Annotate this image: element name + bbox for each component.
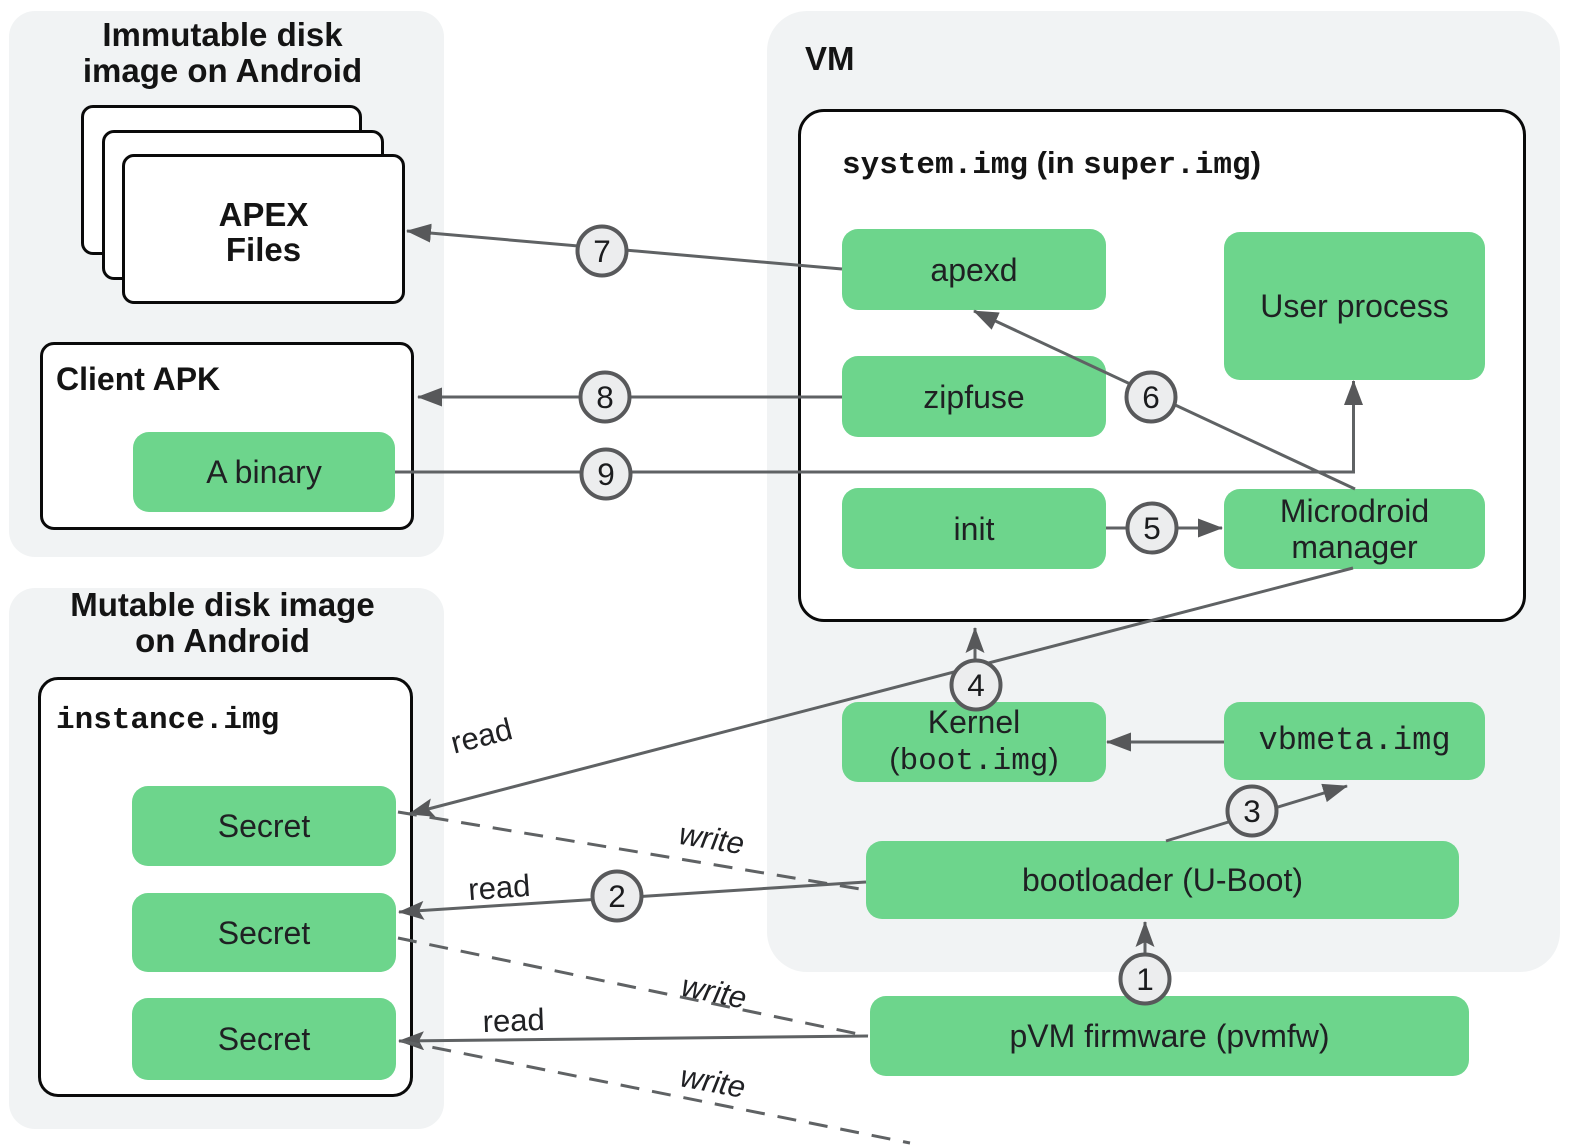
svg-text:write: write [679,968,750,1016]
svg-text:3: 3 [1243,793,1261,829]
svg-text:read: read [482,1002,545,1039]
svg-text:5: 5 [1143,510,1161,546]
svg-text:2: 2 [608,878,626,914]
svg-text:4: 4 [967,667,985,703]
svg-text:read: read [467,868,531,907]
svg-text:write: write [677,816,747,861]
svg-text:6: 6 [1142,379,1160,415]
svg-text:8: 8 [596,379,614,415]
svg-text:7: 7 [593,233,611,269]
svg-text:read: read [447,711,516,760]
svg-text:9: 9 [597,456,615,492]
svg-text:1: 1 [1136,961,1154,997]
